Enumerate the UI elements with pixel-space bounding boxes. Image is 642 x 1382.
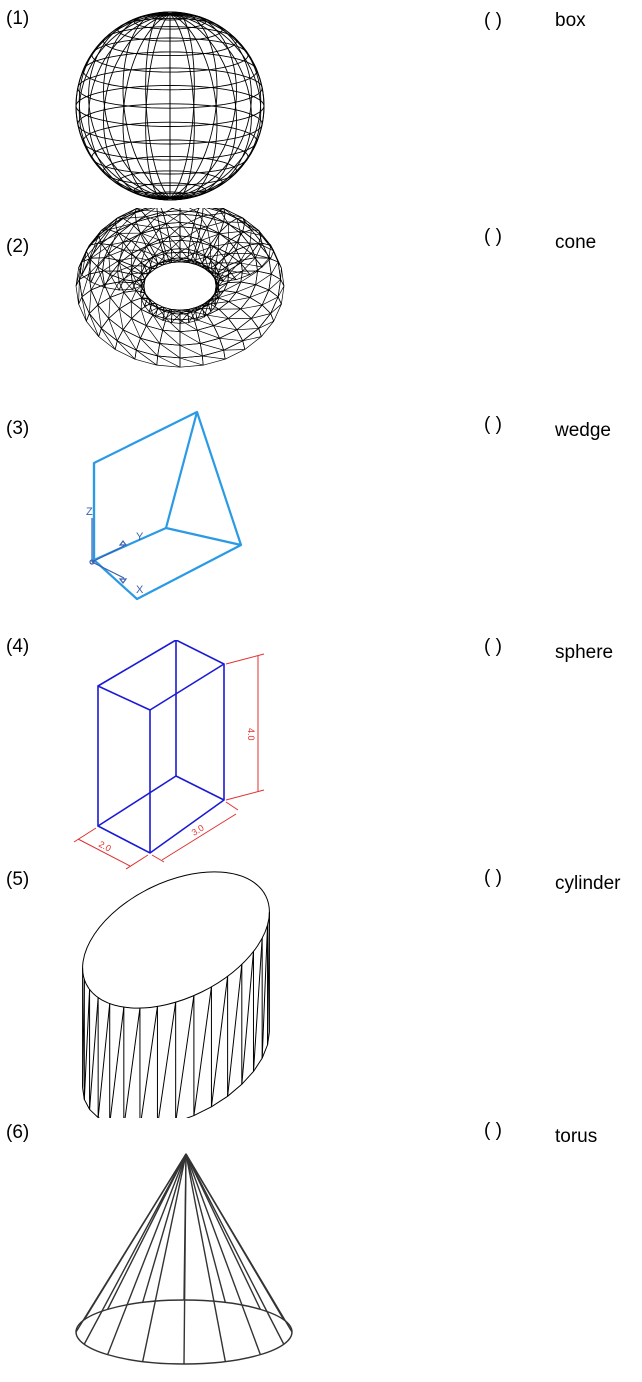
- answer-word-cylinder: cylinder: [555, 873, 621, 894]
- answer-word-torus: torus: [555, 1126, 598, 1147]
- cylinder-figure: [82, 871, 270, 1118]
- question-number-4: (4): [6, 636, 30, 657]
- question-number-1: (1): [6, 8, 30, 29]
- torus-figure: [75, 208, 285, 368]
- answer-word-sphere: sphere: [555, 642, 614, 663]
- box-dim-height: 4.0: [246, 728, 256, 741]
- wedge-axis-y: Y: [136, 531, 144, 543]
- answer-blank-6[interactable]: ( ): [484, 1120, 502, 1141]
- answer-blank-3[interactable]: ( ): [484, 414, 502, 435]
- question-number-2: (2): [6, 236, 30, 257]
- box-figure: 4.0 2.0 3.0: [73, 640, 265, 870]
- sphere-figure: [75, 11, 265, 201]
- answer-blank-2[interactable]: ( ): [484, 226, 502, 247]
- answer-blank-1[interactable]: ( ): [484, 10, 502, 31]
- question-number-6: (6): [6, 1122, 30, 1143]
- wedge-figure: Z Y X: [86, 410, 243, 601]
- cone-figure: [75, 1153, 293, 1365]
- wedge-axis-x: X: [136, 584, 144, 596]
- wedge-axis-z: Z: [86, 506, 93, 518]
- answer-word-wedge: wedge: [555, 420, 611, 441]
- answer-word-cone: cone: [555, 232, 597, 253]
- question-number-5: (5): [6, 869, 30, 890]
- box-dim-depth: 3.0: [190, 823, 206, 838]
- question-number-3: (3): [6, 418, 30, 439]
- answer-word-box: box: [555, 10, 586, 31]
- box-dim-width: 2.0: [97, 839, 113, 854]
- answer-blank-4[interactable]: ( ): [484, 636, 502, 657]
- answer-blank-5[interactable]: ( ): [484, 867, 502, 888]
